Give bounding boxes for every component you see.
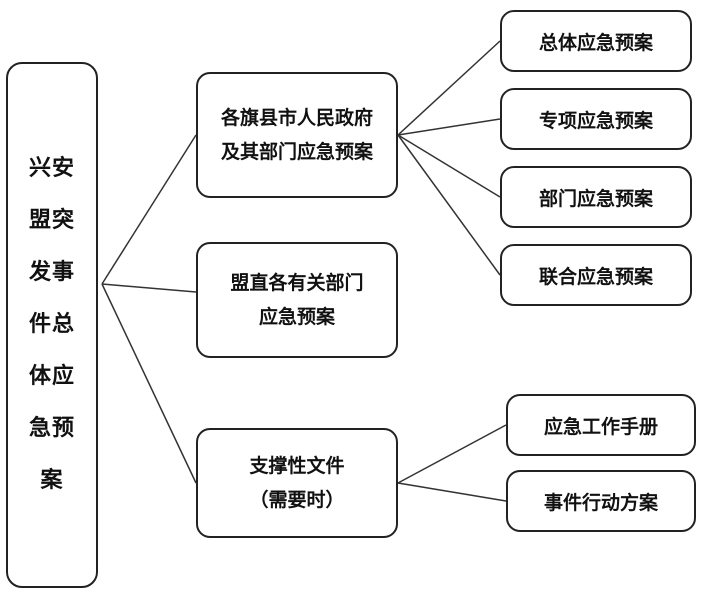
root-line: 发事	[28, 260, 75, 285]
connector-root-n3	[101, 283, 197, 484]
leaf-node: 事件行动方案	[506, 470, 696, 532]
root-node: 兴安 盟突 发事 件总 体应 急预 案	[6, 62, 98, 588]
leaf-label: 应急工作手册	[543, 415, 658, 438]
root-line: 体应	[28, 364, 75, 389]
branch-line: 应急预案	[258, 306, 335, 328]
connector-n3-c5	[397, 424, 507, 484]
root-line: 急预	[28, 416, 75, 441]
connector-root-n1	[101, 134, 197, 285]
branch-line: 支撑性文件	[249, 455, 345, 477]
root-line: 盟突	[28, 208, 75, 233]
leaf-label: 事件行动方案	[543, 491, 658, 514]
leaf-label: 部门应急预案	[538, 187, 653, 210]
root-line: 兴安	[28, 156, 75, 181]
branch-node-league-department-plans: 盟直各有关部门 应急预案	[196, 242, 398, 358]
branch-line: 及其部门应急预案	[220, 141, 373, 163]
root-line: 件总	[28, 312, 75, 337]
leaf-label: 联合应急预案	[538, 265, 653, 288]
connector-n1-c3	[397, 134, 501, 198]
connector-n1-c2	[397, 118, 501, 136]
branch-line: （需要时）	[249, 489, 345, 511]
connector-n1-c1	[397, 40, 501, 136]
branch-node-supporting-documents: 支撑性文件 （需要时）	[196, 428, 398, 538]
branch-node-county-plans: 各旗县市人民政府 及其部门应急预案	[196, 72, 398, 198]
branch-line: 盟直各有关部门	[230, 272, 364, 294]
leaf-label: 专项应急预案	[538, 109, 653, 132]
leaf-node: 专项应急预案	[500, 88, 692, 150]
leaf-node: 部门应急预案	[500, 166, 692, 228]
leaf-node: 联合应急预案	[500, 244, 692, 306]
leaf-node: 总体应急预案	[500, 10, 692, 72]
connector-n1-c4	[397, 134, 501, 276]
root-line: 案	[40, 468, 64, 493]
connector-root-n2	[101, 283, 197, 293]
connector-n3-c6	[397, 482, 507, 502]
leaf-node: 应急工作手册	[506, 394, 696, 456]
branch-line: 各旗县市人民政府	[220, 107, 373, 129]
leaf-label: 总体应急预案	[538, 31, 653, 54]
